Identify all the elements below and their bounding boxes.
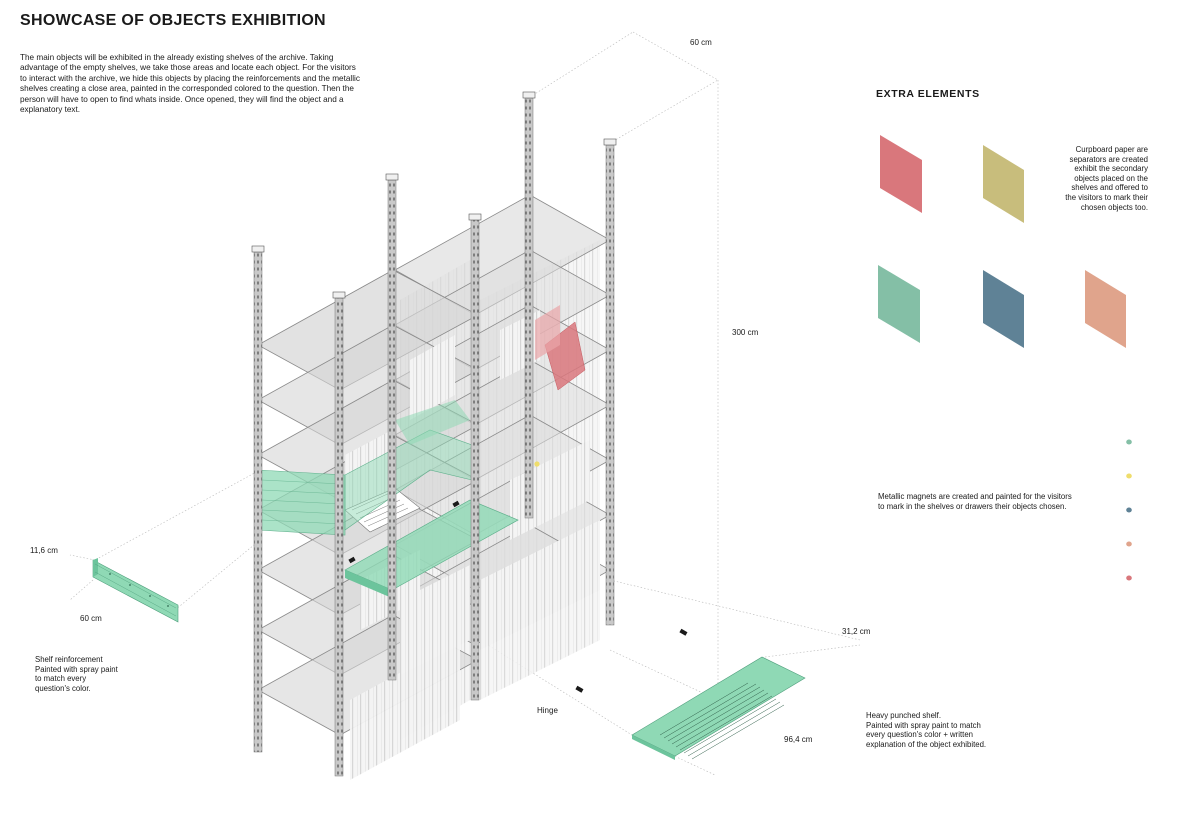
dim-height: 300 cm [732,328,759,337]
extra-elements-title: EXTRA ELEMENTS [876,88,980,100]
dim-shelf-depth: 31,2 cm [842,627,871,636]
magnets-note: Metallic magnets are created and painted… [878,492,1072,511]
punched-shelf-note: Heavy punched shelf. Painted with spray … [866,711,987,749]
red-separator [535,305,586,391]
reinforcement-note: Shelf reinforcement Painted with spray p… [35,655,118,693]
intro-text: The main objects will be exhibited in th… [20,53,360,115]
punched-shelf-detail [631,656,806,760]
page-title: SHOWCASE OF OBJECTS EXHIBITION [20,12,326,29]
dimension-lines [69,31,861,776]
magnet-icon [534,461,540,467]
cupboard-note: Curpboard paper are separators are creat… [1065,145,1148,212]
shelf-reinforcement-detail [92,558,179,623]
hinge-icon [348,500,688,693]
dim-reinforcement-length: 60 cm [80,614,102,623]
upright-caps [251,91,617,299]
dim-shelf-length: 96,4 cm [784,735,813,744]
magnet-icon [1126,439,1132,581]
green-hinged-shelf-edge [345,570,392,598]
green-reinforcements [257,400,473,536]
dim-reinforcement-height: 11,6 cm [30,546,58,555]
color-swatch [878,135,1126,348]
dim-top-depth: 60 cm [690,38,712,47]
hinge-label: Hinge [537,706,558,715]
